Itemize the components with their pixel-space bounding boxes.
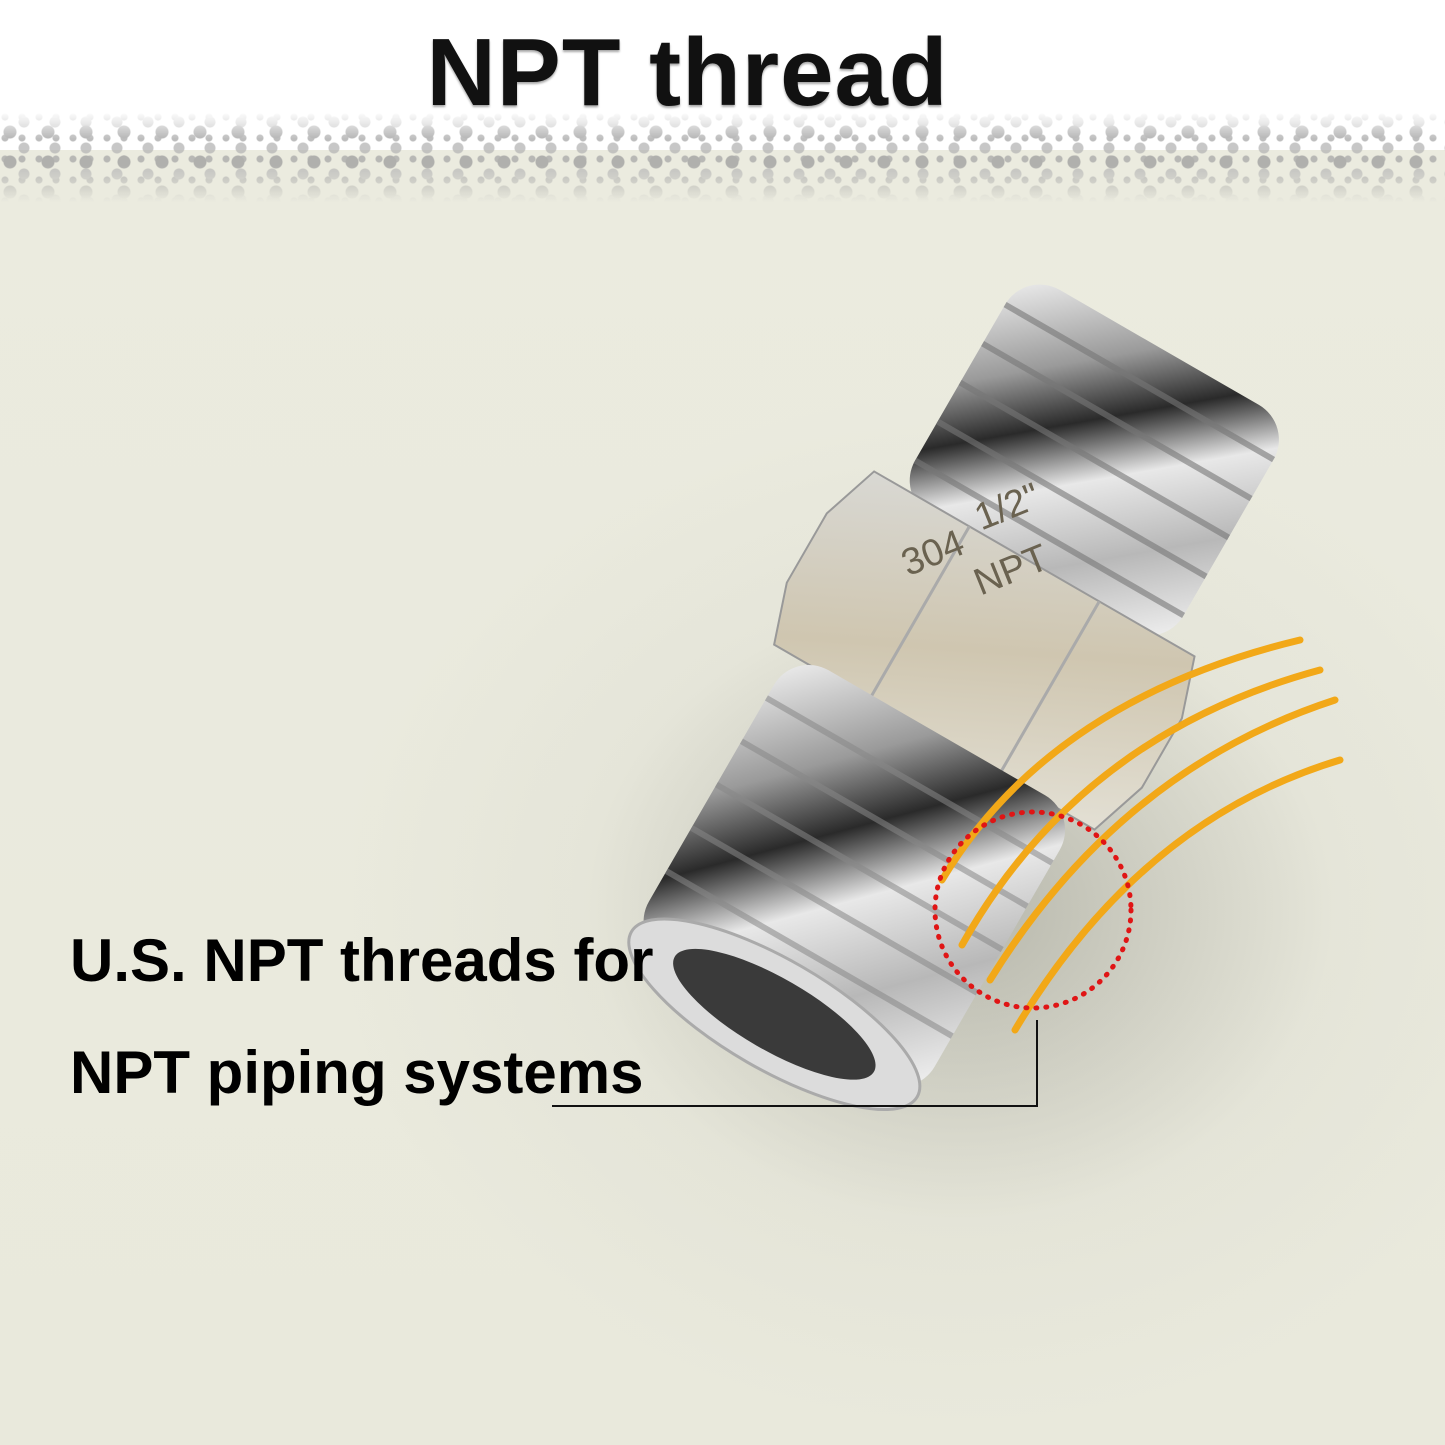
thread-highlight-lines	[938, 636, 1344, 1034]
callout-leader-line	[552, 1020, 1038, 1107]
callout-circle	[932, 809, 1134, 1011]
page-title: NPT thread	[426, 19, 949, 126]
fitting-body	[627, 284, 1279, 1112]
speckled-divider	[0, 112, 1445, 202]
caption-line-1: U.S. NPT threads for	[70, 927, 654, 994]
caption-line-2: NPT piping systems	[70, 1039, 644, 1106]
caption: U.S. NPT threads for NPT piping systems	[70, 905, 653, 1129]
